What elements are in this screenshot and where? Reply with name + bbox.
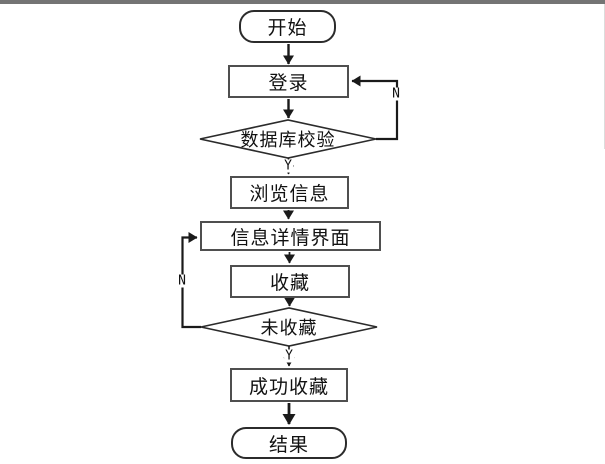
node-not-favorited: 未收藏 [201,308,377,346]
node-favorite: 收藏 [230,265,350,298]
edge-label-not-favorited-yes: Y [284,348,294,364]
node-login: 登录 [228,65,349,98]
edge-label-not-favorited-no: N [177,273,187,289]
node-db-check: 数据库校验 [200,120,376,158]
node-browse-info: 浏览信息 [230,176,349,209]
edge-db-check-no-loop [351,75,399,141]
node-browse-info-label: 浏览信息 [249,184,330,205]
node-favorite-success: 成功收藏 [230,368,348,402]
node-shape-not-favorited-diamond [200,307,378,347]
node-db-check-label: 数据库校验 [240,130,336,150]
node-result: 结果 [231,427,347,459]
node-not-favorited-label: 未收藏 [260,318,318,338]
node-result-label: 结果 [268,434,309,456]
node-start-label: 开始 [267,18,308,39]
node-favorite-label: 收藏 [269,273,310,294]
node-info-detail-label: 信息详情界面 [230,227,351,249]
node-login-label: 登录 [268,73,309,94]
node-favorite-success-label: 成功收藏 [248,376,329,398]
edge-label-db-check-yes: Y [283,158,293,174]
node-start: 开始 [239,10,336,43]
node-info-detail: 信息详情界面 [200,221,381,251]
edge-label-db-check-no: N [391,86,401,102]
top-border-bar [0,0,605,4]
